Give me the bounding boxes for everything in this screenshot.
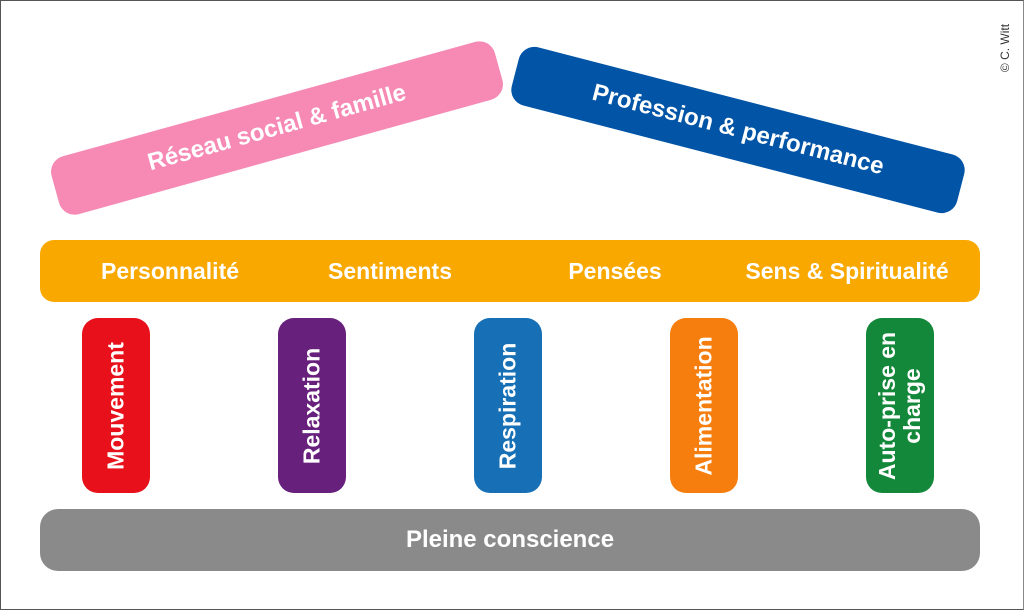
beam-item-sentiments: Sentiments: [328, 257, 452, 284]
copyright-notice: © C. Witt: [998, 23, 1012, 73]
pillar-respiration: Respiration: [474, 318, 542, 493]
pillar-label: Mouvement: [102, 341, 129, 470]
beam-item-pensees: Pensées: [568, 257, 662, 284]
pillar-auto-prise-en-charge: Auto-prise en charge: [866, 318, 934, 493]
pillar-relaxation: Relaxation: [278, 318, 346, 493]
pillar-label: Alimentation: [690, 335, 717, 476]
beam-item-personnalite: Personnalité: [100, 257, 240, 284]
pillar-label: Relaxation: [298, 347, 325, 464]
beam-inner-aspects: Personnalité Sentiments Pensées Sens & S…: [40, 240, 980, 302]
pillar-label: Auto-prise en charge: [874, 331, 925, 480]
base-pleine-conscience: Pleine conscience: [40, 509, 980, 571]
pillar-alimentation: Alimentation: [670, 318, 738, 493]
pillar-mouvement: Mouvement: [82, 318, 150, 493]
beam-item-sens-spiritualite: Sens & Spiritualité: [745, 257, 949, 284]
base-label: Pleine conscience: [405, 526, 615, 553]
pillar-label: Respiration: [494, 342, 521, 469]
